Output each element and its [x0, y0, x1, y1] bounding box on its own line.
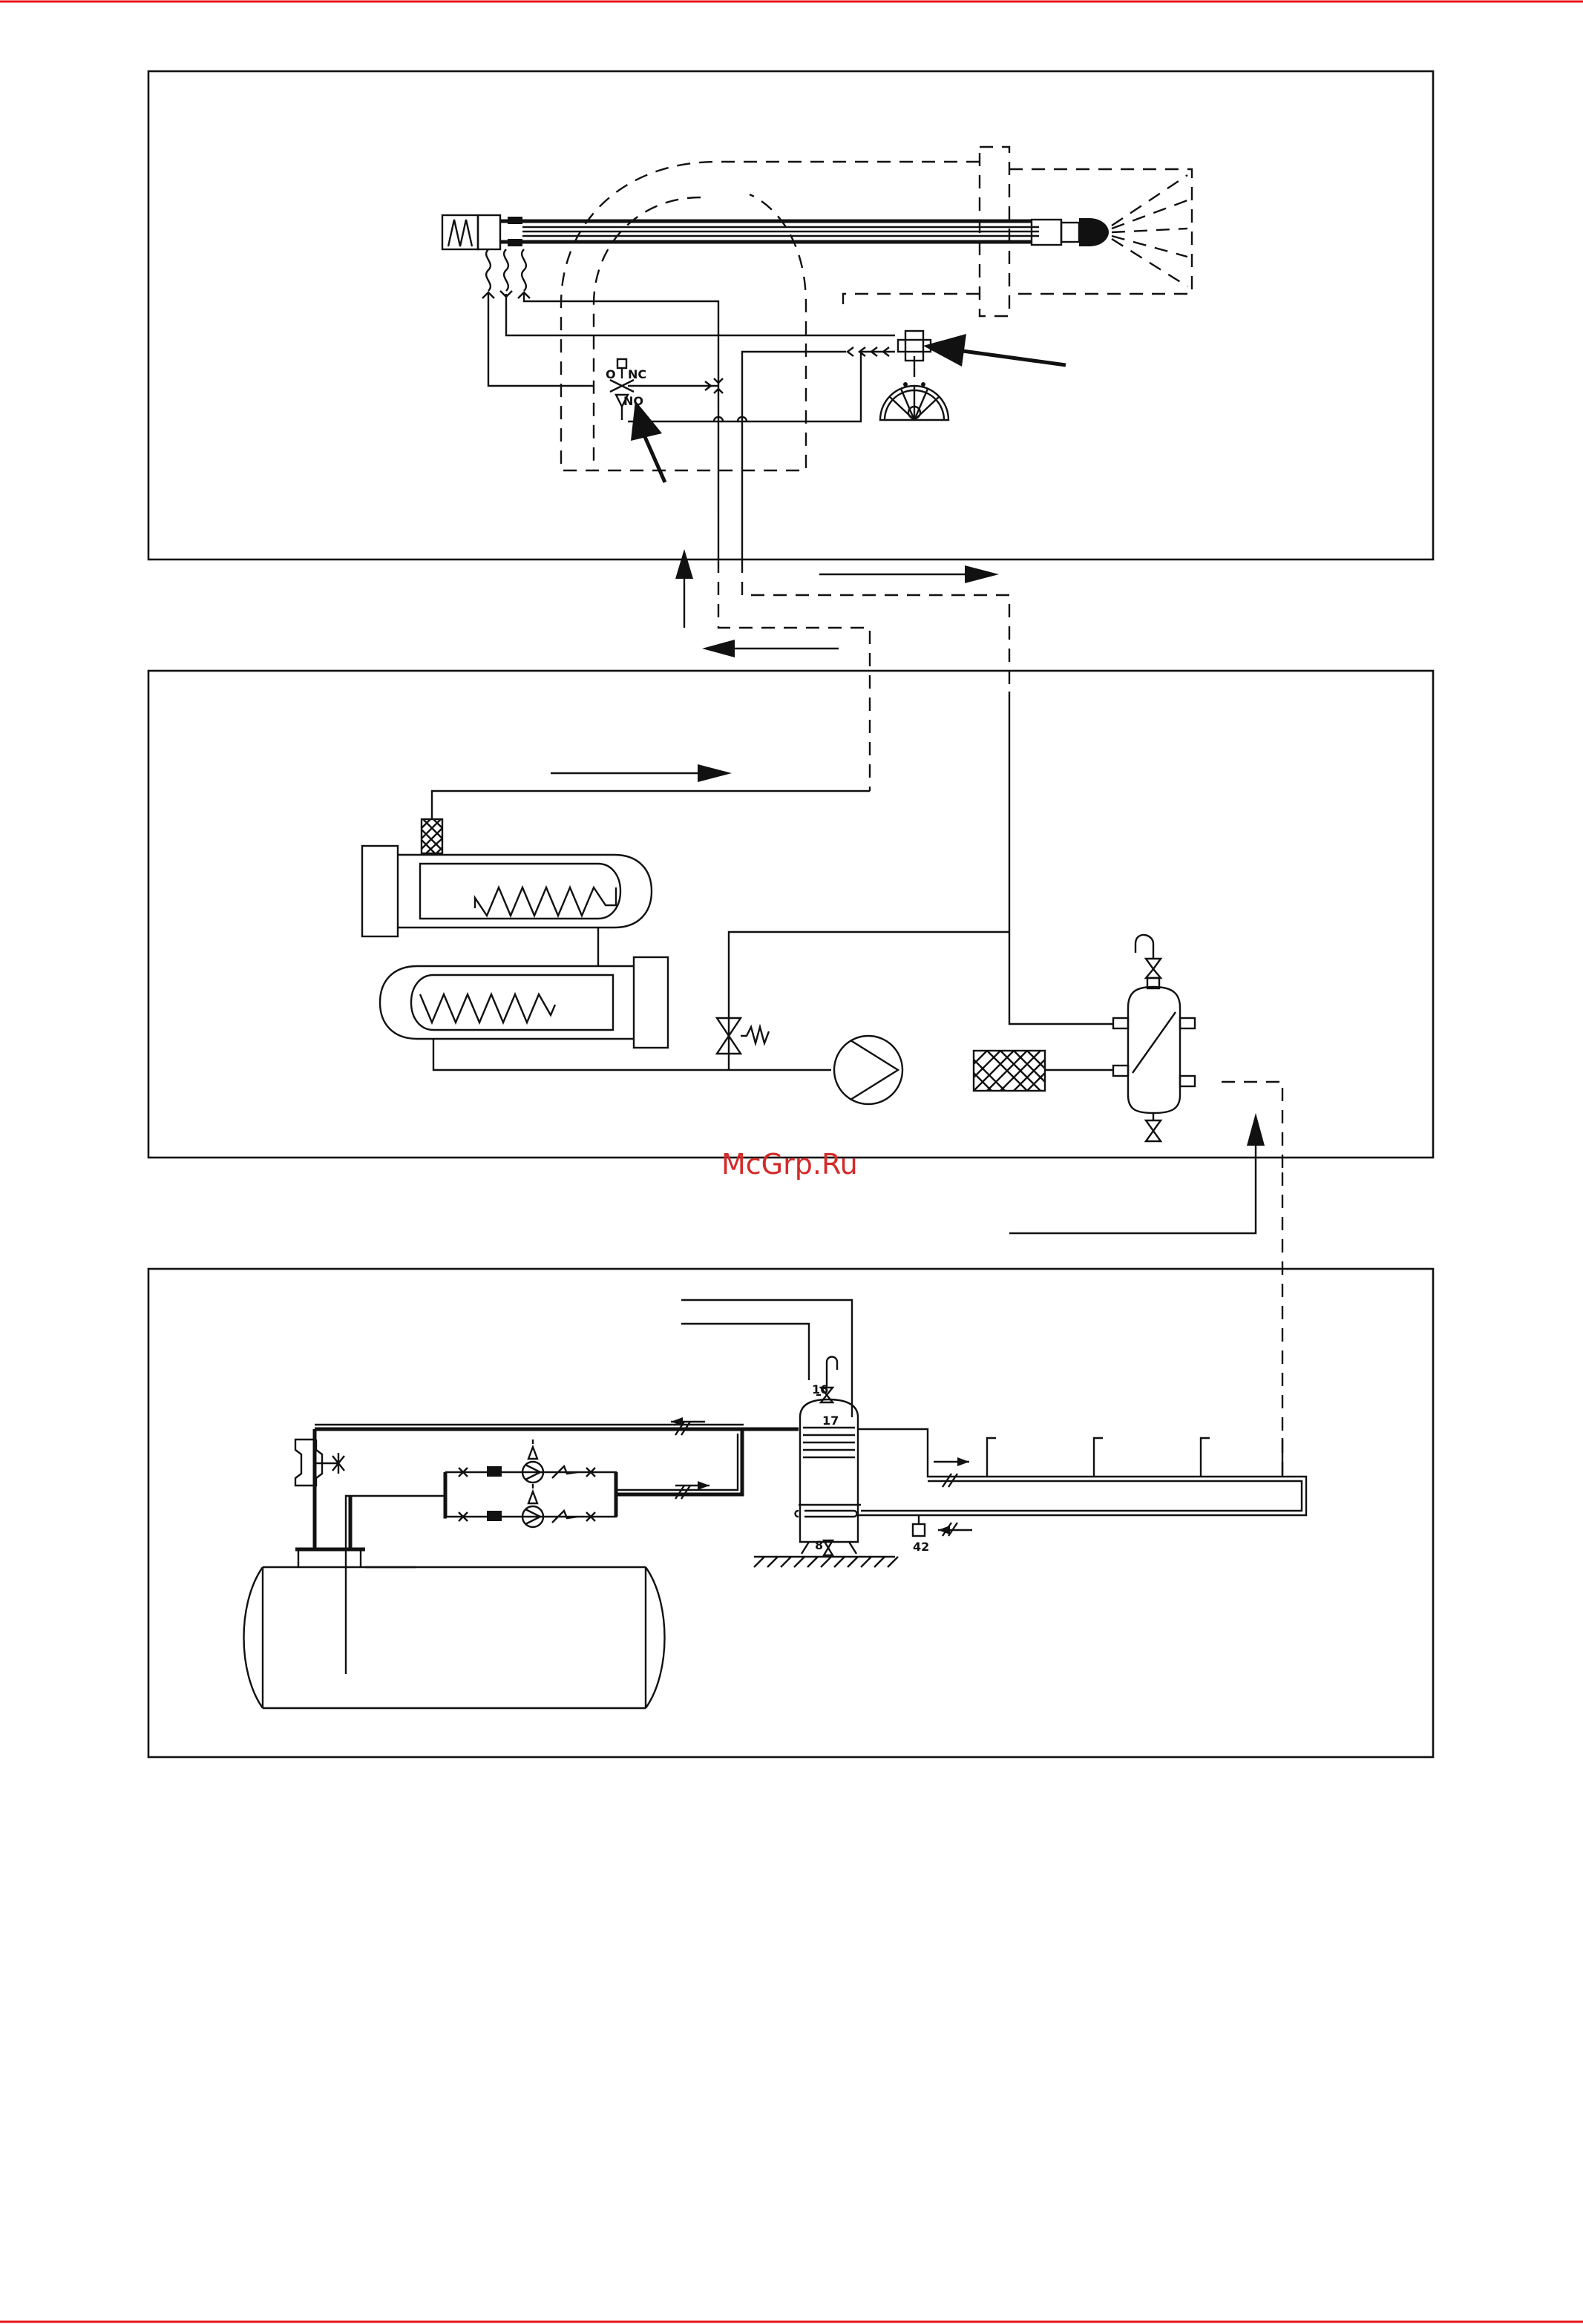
flexible-hoses — [482, 249, 530, 298]
panel-storage: 16 17 8 42 — [148, 1269, 1433, 1757]
panel-frame — [148, 1269, 1433, 1757]
panel-frame — [148, 71, 1433, 559]
oil-line-nozzle — [506, 294, 895, 335]
link-burner-circuit — [675, 513, 1009, 791]
dashed-head-return — [843, 294, 980, 304]
watermark: McGrp.Ru — [721, 1148, 858, 1181]
oil-line-return — [488, 294, 594, 386]
pointer-arrow-pump — [957, 350, 1066, 365]
pointer-arrow-valve — [643, 432, 665, 482]
vessel-label-17: 17 — [822, 1414, 839, 1428]
burner-gun — [442, 175, 1187, 286]
label-42: 42 — [913, 1540, 929, 1554]
component-42 — [913, 1524, 925, 1536]
panel-frame — [148, 671, 1433, 1158]
heater-upper — [362, 846, 652, 936]
panel-burner: O NC NO — [148, 71, 1433, 559]
vessel-label-8: 8 — [815, 1538, 823, 1552]
transfer-pump-set — [445, 1440, 616, 1527]
heater-outlet-line — [433, 1039, 831, 1070]
bypass-line — [729, 932, 1009, 1070]
circulation-pump — [834, 1036, 902, 1104]
nozzle-spray — [1112, 175, 1187, 286]
valve-label-nc: NC — [628, 367, 646, 381]
relief-valve — [717, 1018, 769, 1054]
panel-heating-circuit — [148, 671, 1433, 1172]
valve-label-o: O — [606, 367, 616, 381]
link-circuit-storage — [1009, 1113, 1282, 1480]
vessel-label-16: 16 — [812, 1382, 828, 1396]
ring-main: 42 — [858, 1429, 1306, 1554]
supply-line — [432, 791, 870, 819]
return-to-separator — [1009, 692, 1113, 1024]
storage-tank — [244, 1549, 665, 1708]
oil-line-pump-feed — [742, 352, 846, 513]
valve-label-no: NO — [623, 394, 643, 408]
dashed-elbow-outer — [561, 162, 980, 470]
service-vessel: 16 17 8 — [681, 1300, 898, 1567]
heater-lower — [380, 957, 668, 1048]
inline-filter-large — [974, 1051, 1045, 1091]
degassing-separator — [1113, 935, 1195, 1141]
